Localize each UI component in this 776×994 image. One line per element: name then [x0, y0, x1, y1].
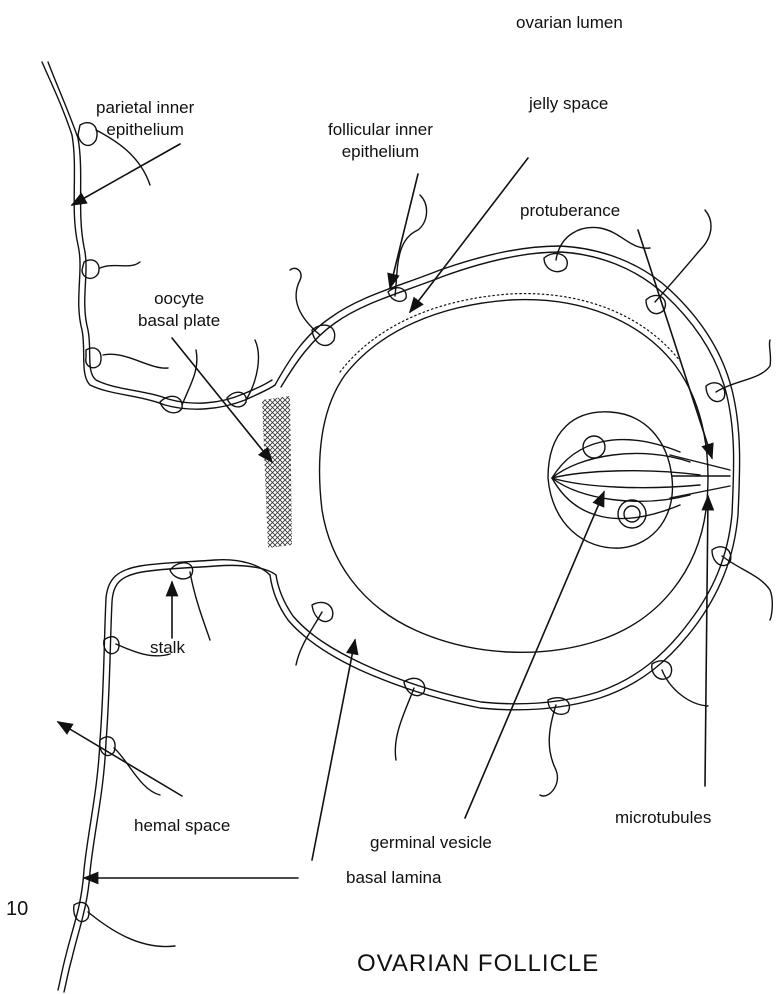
- label-line-2: epithelium: [96, 119, 194, 141]
- label-line-2: basal plate: [138, 310, 220, 332]
- label-jelly-space: jelly space: [529, 93, 608, 115]
- label-line-1: oocyte: [138, 288, 220, 310]
- label-follicular-inner-epithelium: follicular inner epithelium: [328, 119, 433, 163]
- label-hemal-space: hemal space: [134, 815, 230, 837]
- label-protuberance: protuberance: [520, 200, 620, 222]
- label-line-2: epithelium: [328, 141, 433, 163]
- follicular-epithelium-wall: [270, 195, 772, 796]
- label-stalk: stalk: [150, 637, 185, 659]
- label-basal-lamina: basal lamina: [346, 867, 441, 889]
- pointer-arrows: [58, 144, 712, 878]
- label-line-1: parietal inner: [96, 97, 194, 119]
- stalk-and-lower-wall: [58, 560, 276, 992]
- label-oocyte-basal-plate: oocyte basal plate: [138, 288, 220, 332]
- label-parietal-inner-epithelium: parietal inner epithelium: [96, 97, 194, 141]
- oocyte: [320, 294, 708, 653]
- figure-title: OVARIAN FOLLICLE: [357, 950, 599, 978]
- label-ovarian-lumen: ovarian lumen: [516, 12, 623, 34]
- label-microtubules: microtubules: [615, 807, 711, 829]
- oocyte-basal-plate: [262, 396, 292, 548]
- label-line-1: follicular inner: [328, 119, 433, 141]
- figure-number: 10: [6, 898, 28, 921]
- label-germinal-vesicle: germinal vesicle: [370, 832, 492, 854]
